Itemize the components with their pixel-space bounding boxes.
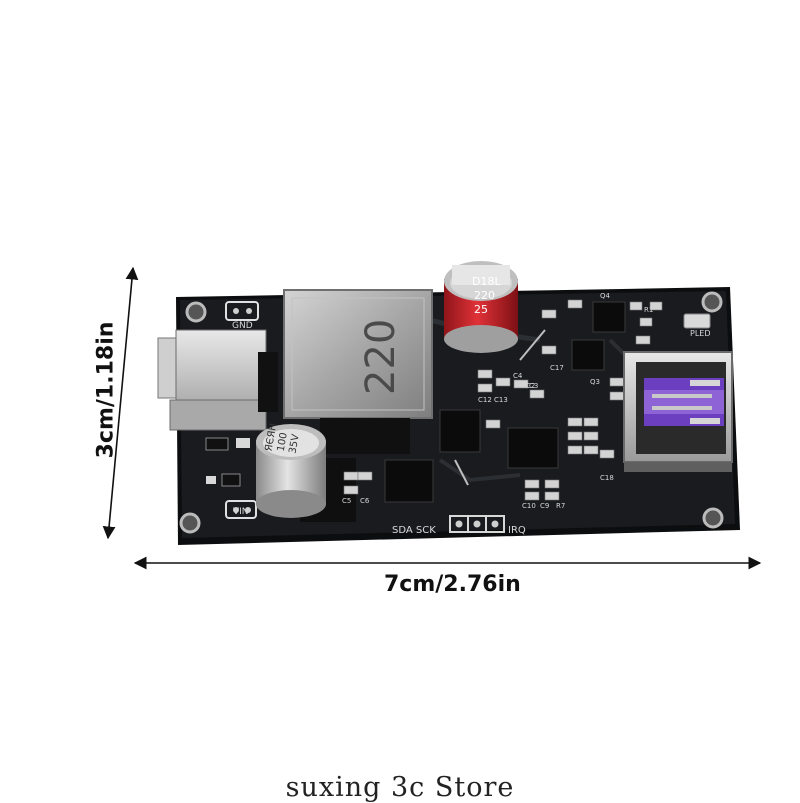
height-dimension-label: 3cm/1.18in bbox=[93, 321, 119, 459]
mosfet-chip bbox=[439, 409, 481, 453]
inductor: 220 bbox=[283, 289, 433, 454]
irq-label: IRQ bbox=[508, 525, 526, 536]
height-arrow bbox=[102, 266, 139, 540]
cap-left-line1: ЯЄЯН bbox=[264, 422, 280, 452]
vin-label: VIN bbox=[233, 507, 249, 517]
pcb-board: GND VIN 220 D18L bbox=[157, 261, 740, 545]
controller-chip bbox=[507, 427, 559, 469]
ref-label: C6 bbox=[360, 497, 370, 505]
ref-label: Q3 bbox=[590, 378, 600, 386]
store-watermark: suxing 3c Store bbox=[285, 772, 515, 803]
smd-components bbox=[343, 299, 663, 501]
ref-label: C2 bbox=[526, 382, 535, 390]
cap-left-line3: 35V bbox=[288, 433, 302, 454]
mount-hole bbox=[702, 507, 724, 529]
ref-label: R1 bbox=[644, 306, 653, 314]
ref-label: C17 bbox=[550, 364, 564, 372]
mount-hole bbox=[701, 291, 723, 313]
cap-top-line2: 220 bbox=[474, 289, 495, 302]
capacitor-top: D18L 220 25 bbox=[444, 261, 518, 353]
capacitor-left: ЯЄЯН 100 35V bbox=[256, 422, 356, 522]
mosfet-chip bbox=[571, 339, 605, 371]
mosfet-chip bbox=[592, 301, 626, 333]
usb-a-port bbox=[623, 351, 733, 472]
sda-sck-label: SDA SCK bbox=[392, 525, 436, 536]
mount-hole bbox=[179, 512, 201, 534]
ref-label: R7 bbox=[556, 502, 565, 510]
cap-top-line3: 25 bbox=[474, 303, 488, 316]
mosfet-chip bbox=[384, 459, 434, 503]
ref-label: C9 bbox=[540, 502, 549, 510]
ref-label: C13 bbox=[494, 396, 508, 404]
ref-label: C12 bbox=[478, 396, 492, 404]
gnd-pad bbox=[225, 301, 259, 321]
ref-label: C10 bbox=[522, 502, 536, 510]
ref-label: C5 bbox=[342, 497, 351, 505]
led-pad bbox=[683, 313, 711, 329]
mount-hole bbox=[185, 301, 207, 323]
input-connector bbox=[157, 329, 278, 431]
header-pins bbox=[449, 515, 505, 533]
ref-label: C4 bbox=[513, 372, 523, 380]
ref-label: C18 bbox=[600, 474, 614, 482]
ref-label: Q4 bbox=[600, 292, 611, 300]
cap-left-line2: 100 bbox=[276, 432, 290, 453]
inductor-marking: 220 bbox=[358, 319, 404, 395]
ref-label: C3 bbox=[529, 382, 538, 390]
cap-top-line1: D18L bbox=[472, 275, 501, 288]
width-dimension-label: 7cm/2.76in bbox=[384, 572, 521, 597]
led-label: PLED bbox=[690, 329, 711, 338]
gnd-label: GND bbox=[232, 321, 253, 331]
